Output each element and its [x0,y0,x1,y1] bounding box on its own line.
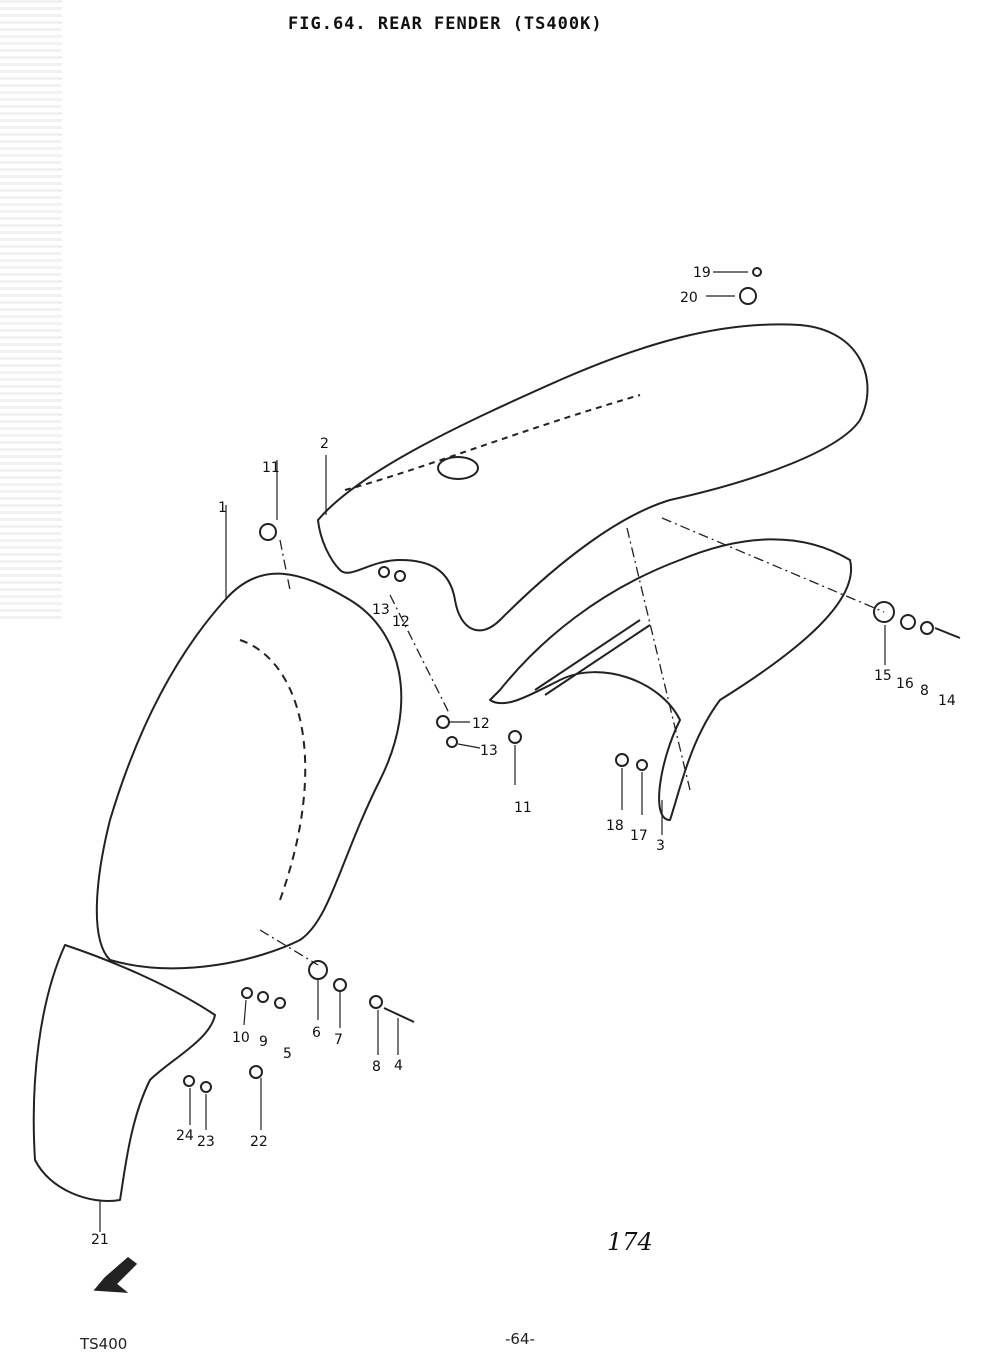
nut-8-lower [369,995,383,1009]
bolt-4 [383,1007,415,1023]
washer-16 [900,614,916,630]
callout-4: 4 [394,1058,403,1074]
callout-15: 15 [874,668,892,684]
bolt-20 [739,287,757,305]
footer-model: TS400 [80,1335,128,1353]
callout-12: 12 [472,716,490,732]
nut-8-right [920,621,934,635]
callout-9: 9 [259,1034,268,1050]
front-arrow-icon [93,1257,138,1293]
bolt-11-mid [508,730,522,744]
assembly-line-3 [389,594,451,716]
mud-flap [32,944,216,1202]
nut-18 [615,753,629,767]
callout-2: 2 [320,436,329,452]
nut-19 [752,267,762,277]
bolt-22 [249,1065,263,1079]
callout-14: 14 [938,693,956,709]
callout-19: 19 [693,265,711,281]
washer-23 [200,1081,212,1093]
callout-18: 18 [606,818,624,834]
assembly-line-2 [626,527,691,791]
callout-10: 10 [232,1030,250,1046]
washer-6 [308,960,328,980]
washer-13-top [378,566,390,578]
callout-8: 8 [372,1059,381,1075]
washer-15 [873,601,895,623]
callout-11-top: 11 [262,460,280,476]
callout-3: 3 [656,838,665,854]
page-number: 174 [607,1228,653,1256]
nut-10 [241,987,253,999]
bolt-14 [934,627,961,639]
callout-5: 5 [283,1046,292,1062]
callout-24: 24 [176,1128,194,1144]
inner-fender-panel [95,572,403,970]
scan-edge-artifact [0,0,62,620]
callout-22: 22 [250,1134,268,1150]
washer-12-top [394,570,406,582]
washer-13-mid [446,736,458,748]
fender-ridge [344,394,641,491]
assembly-line-1 [661,517,885,613]
callout-23: 23 [197,1134,215,1150]
callout-16: 16 [896,676,914,692]
assembly-line-5 [259,929,319,966]
bracket-bar [534,619,651,696]
footer-page: -64- [505,1330,535,1348]
fender-bracket [489,538,853,821]
washer-5 [274,997,286,1009]
callout-13: 13 [480,743,498,759]
callout-20: 20 [680,290,698,306]
callout-21: 21 [91,1232,109,1248]
callout-6: 6 [312,1025,321,1041]
callout-17: 17 [630,828,648,844]
callout-12-top: 12 [392,614,410,630]
fender-hole [437,456,479,480]
washer-9 [257,991,269,1003]
washer-17 [636,759,648,771]
inner-fender-edge [239,639,307,901]
bolt-11-top [259,523,277,541]
washer-7 [333,978,347,992]
callout-1: 1 [218,500,227,516]
washer-12-mid [436,715,450,729]
callout-labels: 1 2 3 4 5 6 7 8 9 10 11 12 13 14 15 16 1… [91,265,956,1248]
callout-7: 7 [334,1032,343,1048]
callout-8-right: 8 [920,683,929,699]
callout-13-top: 13 [372,602,390,618]
callout-11: 11 [514,800,532,816]
assembly-line-4 [279,539,291,591]
nut-24 [183,1075,195,1087]
figure-title: FIG.64. REAR FENDER (TS400K) [288,14,603,34]
rear-fender-body [317,323,869,632]
